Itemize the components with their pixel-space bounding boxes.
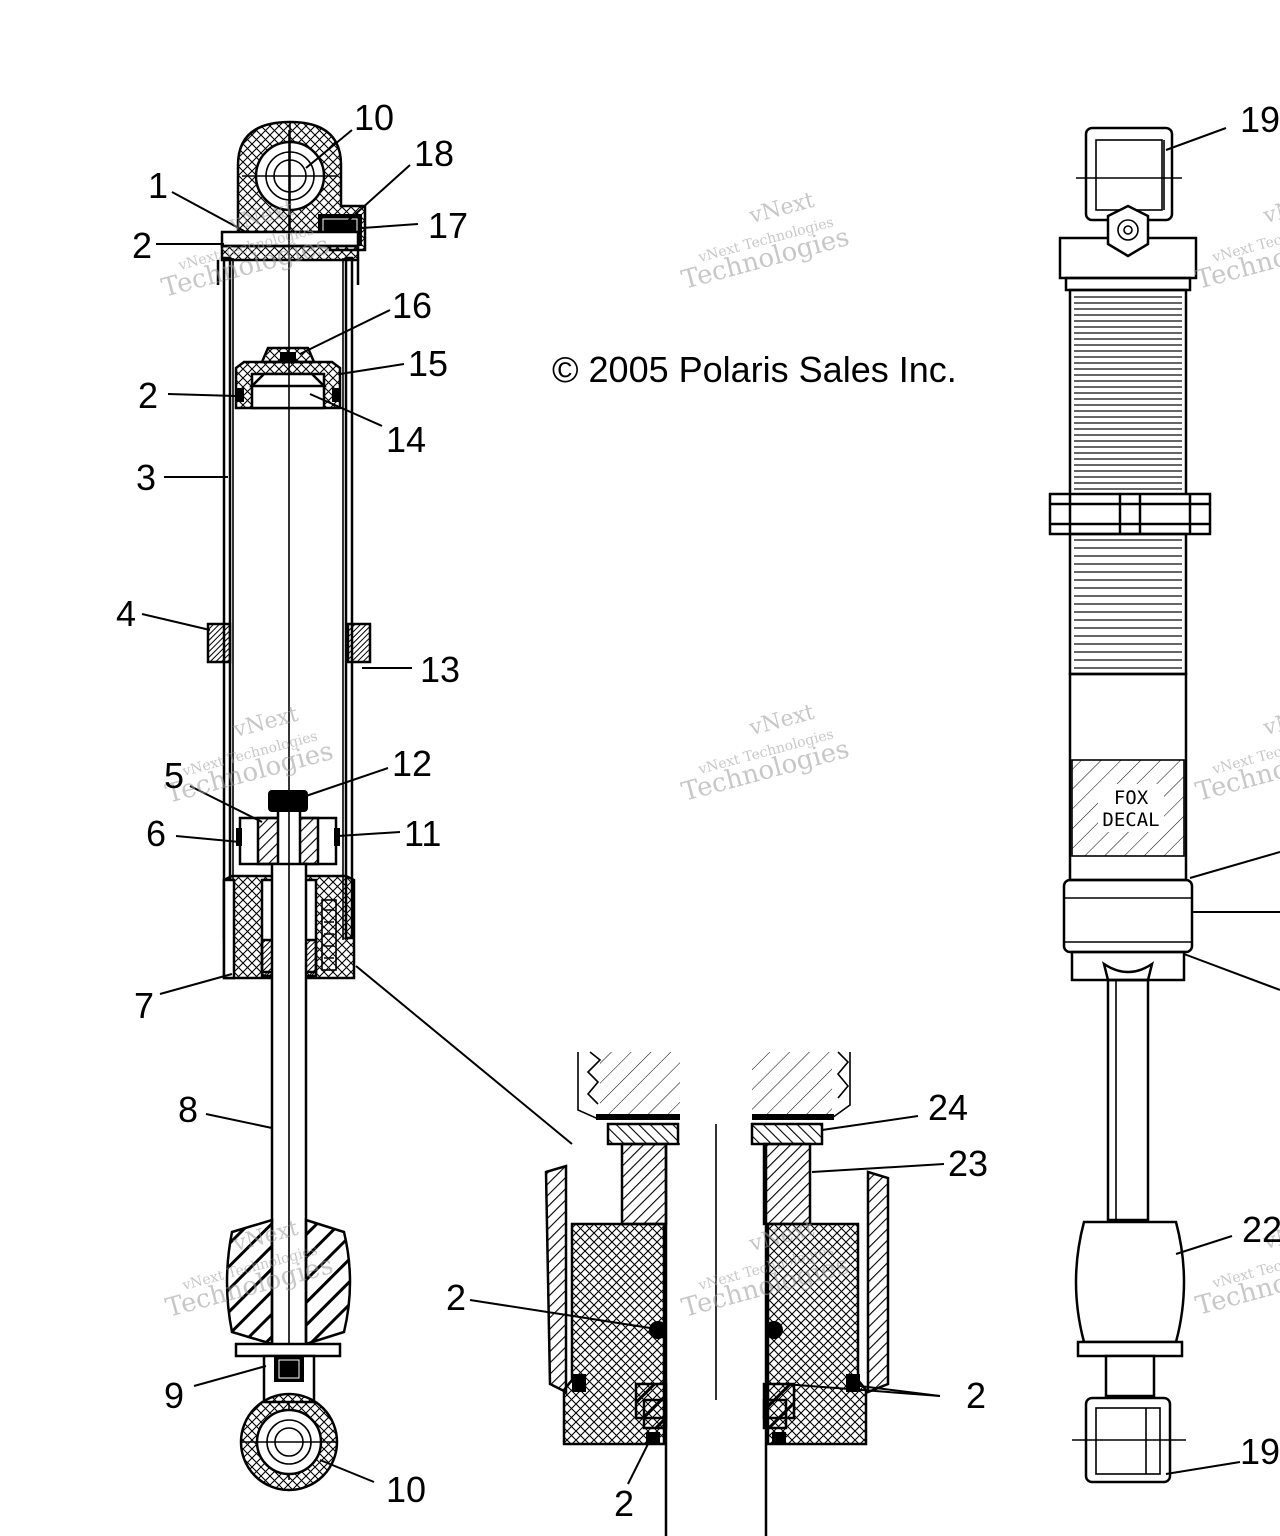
bump-stop-right: [304, 1218, 352, 1346]
right-shock-exterior: [1048, 126, 1212, 1484]
watermark-2: vNext vNext Technologies Technologies: [678, 188, 852, 296]
callout-9: 9: [164, 1375, 184, 1416]
detail-lead-line: [355, 965, 573, 1145]
bottom-eyelet: [239, 1392, 339, 1492]
svg-text:vNext: vNext: [1260, 700, 1280, 742]
watermark-6: vNext vNext Technologies Technologies: [1192, 700, 1280, 808]
callout-17: 17: [428, 205, 468, 246]
svg-text:vNext: vNext: [1260, 188, 1280, 230]
seal-head-detail-view: [544, 1051, 890, 1536]
left-shock-section: [206, 120, 372, 1492]
copyright-notice: © 2005 Polaris Sales Inc.: [552, 349, 957, 390]
floating-piston: [234, 346, 342, 410]
callout-numbers: 10 1 18 17 2 16 15 2 14 3 4 13 12 5 6 11…: [116, 97, 1280, 1524]
callout-2-top: 2: [132, 225, 152, 266]
spring-collar-right: [346, 622, 372, 664]
watermark-5: vNext vNext Technologies Technologies: [678, 700, 852, 808]
svg-text:Technologies: Technologies: [1192, 734, 1280, 808]
callout-10-top: 10: [354, 97, 394, 138]
spring-collar-left: [206, 622, 232, 664]
bump-stop-left: [225, 1218, 274, 1346]
decal-text-fox: FOX: [1114, 787, 1149, 809]
callout-16: 16: [392, 285, 432, 326]
callout-24: 24: [928, 1087, 968, 1128]
piston-shaft: [270, 130, 308, 1480]
callout-23: 23: [948, 1143, 988, 1184]
callout-2-detail-left: 2: [446, 1277, 466, 1318]
svg-text:Technologies: Technologies: [1192, 222, 1280, 296]
callout-12: 12: [392, 743, 432, 784]
callout-8: 8: [178, 1089, 198, 1130]
callout-4: 4: [116, 593, 136, 634]
callout-2-piston: 2: [138, 375, 158, 416]
svg-text:Technologies: Technologies: [1192, 1248, 1280, 1322]
callout-13: 13: [420, 649, 460, 690]
leader-lines: [141, 127, 1280, 1485]
callout-19-top: 19: [1240, 99, 1280, 140]
callout-3: 3: [136, 457, 156, 498]
top-eyelet: [220, 120, 367, 262]
callout-10-bottom: 10: [386, 1469, 426, 1510]
lower-clevis: [262, 1354, 316, 1404]
callout-5: 5: [164, 755, 184, 796]
callout-18: 18: [414, 133, 454, 174]
decal-text-decal: DECAL: [1102, 809, 1159, 831]
callout-1: 1: [148, 165, 168, 206]
callout-19-bottom: 19: [1240, 1431, 1280, 1472]
callout-2-detail-right: 2: [966, 1375, 986, 1416]
callout-6: 6: [146, 813, 166, 854]
callout-7: 7: [134, 985, 154, 1026]
callout-14: 14: [386, 419, 426, 460]
main-piston: [236, 790, 340, 870]
callout-22: 22: [1242, 1209, 1280, 1250]
callout-15: 15: [408, 343, 448, 384]
callout-11: 11: [404, 813, 441, 854]
callout-2-detail-bottom: 2: [614, 1483, 634, 1524]
